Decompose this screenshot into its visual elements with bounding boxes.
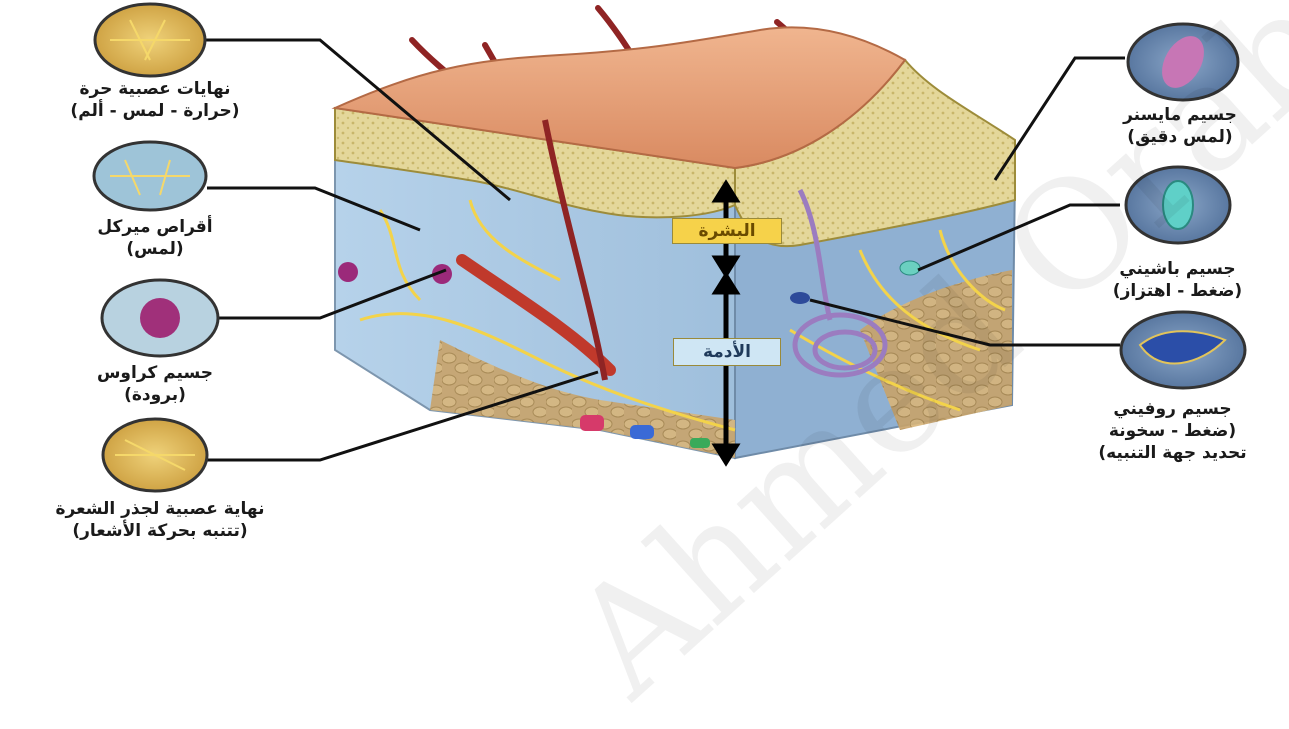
label-krause-corpuscle: جسيم كراوس (برودة): [20, 362, 290, 406]
label-line: (لمس): [20, 238, 290, 260]
label-line: جسيم كراوس: [20, 362, 290, 384]
label-line: (لمس دقيق): [1080, 126, 1280, 148]
label-line: أقراص ميركل: [20, 216, 290, 238]
right-circles: [1121, 24, 1245, 388]
label-line: نهاية عصبية لجذر الشعرة: [0, 498, 320, 520]
label-line: تحديد جهة التنبيه): [1060, 442, 1285, 464]
label-line: (تتنبه بحركة الأشعار): [0, 520, 320, 542]
label-line: جسيم روفيني: [1060, 398, 1285, 420]
epidermis-tag: البشرة: [672, 218, 782, 244]
label-line: (ضغط - سخونة: [1060, 420, 1285, 442]
label-line: (ضغط - اهتزاز): [1070, 280, 1285, 302]
label-line: جسيم مايسنر: [1080, 104, 1280, 126]
label-line: (حرارة - لمس - ألم): [20, 100, 290, 122]
skin-diagram: نهايات عصبية حرة (حرارة - لمس - ألم) أقر…: [0, 0, 1289, 559]
label-line: جسيم باشيني: [1070, 258, 1285, 280]
dermis-tag: الأدمة: [673, 338, 781, 366]
label-merkel-discs: أقراص ميركل (لمس): [20, 216, 290, 260]
label-free-nerve-endings: نهايات عصبية حرة (حرارة - لمس - ألم): [20, 78, 290, 122]
label-ruffini-corpuscle: جسيم روفيني (ضغط - سخونة تحديد جهة التنب…: [1060, 398, 1285, 464]
label-line: (برودة): [20, 384, 290, 406]
label-line: نهايات عصبية حرة: [20, 78, 290, 100]
label-pacinian-corpuscle: جسيم باشيني (ضغط - اهتزاز): [1070, 258, 1285, 302]
label-meissner-corpuscle: جسيم مايسنر (لمس دقيق): [1080, 104, 1280, 148]
label-hair-root-nerve: نهاية عصبية لجذر الشعرة (تتنبه بحركة الأ…: [0, 498, 320, 542]
